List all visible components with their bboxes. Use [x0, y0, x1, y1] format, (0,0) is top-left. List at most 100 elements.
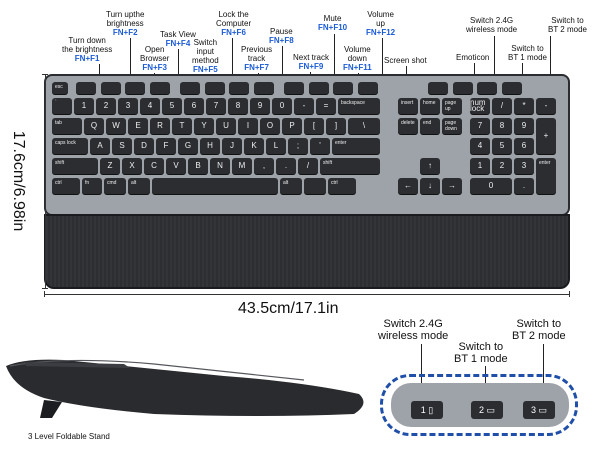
keyboard-key[interactable]: Y	[194, 118, 214, 134]
keyboard-key[interactable]: P	[282, 118, 302, 134]
keyboard-key[interactable]	[76, 82, 96, 94]
keyboard-key[interactable]: S	[112, 138, 132, 154]
keyboard-key[interactable]: enter	[536, 158, 556, 194]
keyboard-key[interactable]: 7	[470, 118, 490, 134]
keyboard-key[interactable]	[125, 82, 145, 94]
keyboard-key[interactable]: backspace	[338, 98, 380, 114]
keyboard-key[interactable]: Z	[100, 158, 120, 174]
keyboard-key[interactable]: page down	[442, 118, 462, 134]
keyboard-key[interactable]: C	[144, 158, 164, 174]
keyboard-key[interactable]	[152, 178, 278, 194]
keyboard-key[interactable]: 1	[470, 158, 490, 174]
keyboard-key[interactable]: =	[316, 98, 336, 114]
keyboard-key[interactable]: \	[348, 118, 380, 134]
keyboard-key[interactable]: 2	[492, 158, 512, 174]
keyboard-key[interactable]: B	[188, 158, 208, 174]
keyboard-key[interactable]	[333, 82, 353, 94]
keyboard-key[interactable]: 3	[514, 158, 534, 174]
keyboard-key[interactable]	[229, 82, 249, 94]
keyboard-key[interactable]: ↑	[420, 158, 440, 174]
keyboard-key[interactable]: 6	[514, 138, 534, 154]
keyboard-key[interactable]: ←	[398, 178, 418, 194]
keyboard-key[interactable]	[149, 82, 170, 94]
keyboard-key[interactable]: 9	[250, 98, 270, 114]
keyboard-key[interactable]: -	[294, 98, 314, 114]
keyboard-key[interactable]: ]	[326, 118, 346, 134]
keyboard-key[interactable]: D	[134, 138, 154, 154]
keyboard-key[interactable]: A	[90, 138, 110, 154]
keyboard-key[interactable]: ctrl	[52, 178, 80, 194]
keyboard-key[interactable]: 0	[272, 98, 292, 114]
keyboard-key[interactable]: tab	[52, 118, 82, 134]
keyboard-key[interactable]: 4	[470, 138, 490, 154]
keyboard-key[interactable]: 0	[470, 178, 512, 194]
keyboard-key[interactable]: alt	[280, 178, 302, 194]
keyboard-key[interactable]	[452, 82, 473, 94]
keyboard-key[interactable]: cmd	[104, 178, 126, 194]
keyboard-key[interactable]	[304, 178, 326, 194]
keyboard-key[interactable]: /	[298, 158, 318, 174]
keyboard-key[interactable]: home	[420, 98, 440, 114]
keyboard-key[interactable]: →	[442, 178, 462, 194]
keyboard-key[interactable]: alt	[128, 178, 150, 194]
keyboard-key[interactable]: delete	[398, 118, 418, 134]
keyboard-key[interactable]: H	[200, 138, 220, 154]
keyboard-key[interactable]: M	[232, 158, 252, 174]
keyboard-key[interactable]: -	[536, 98, 556, 114]
keyboard-key[interactable]	[100, 82, 121, 94]
keyboard-key[interactable]: Q	[84, 118, 104, 134]
keyboard-key[interactable]: `	[52, 98, 72, 114]
keyboard-key[interactable]: J	[222, 138, 242, 154]
keyboard-key[interactable]	[501, 82, 522, 94]
keyboard-key[interactable]: W	[106, 118, 126, 134]
keyboard-key[interactable]: 4	[140, 98, 160, 114]
keyboard-key[interactable]: I	[238, 118, 258, 134]
keyboard-key[interactable]: insert	[398, 98, 418, 114]
keyboard-key[interactable]: .	[276, 158, 296, 174]
keyboard-key[interactable]	[204, 82, 225, 94]
keyboard-key[interactable]	[180, 82, 200, 94]
keyboard-key[interactable]: 6	[184, 98, 204, 114]
keyboard-key[interactable]: 5	[492, 138, 512, 154]
keyboard-key[interactable]: 2	[96, 98, 116, 114]
keyboard-key[interactable]: end	[420, 118, 440, 134]
keyboard-key[interactable]: ctrl	[328, 178, 356, 194]
keyboard-key[interactable]: ↓	[420, 178, 440, 194]
keyboard-key[interactable]: 1	[74, 98, 94, 114]
keyboard-key[interactable]: E	[128, 118, 148, 134]
keyboard-key[interactable]: shift	[52, 158, 98, 174]
keyboard-key[interactable]: T	[172, 118, 192, 134]
keyboard-key[interactable]: X	[122, 158, 142, 174]
keyboard-key[interactable]: [	[304, 118, 324, 134]
keyboard-key[interactable]: .	[514, 178, 534, 194]
keyboard-key[interactable]: 5	[162, 98, 182, 114]
key-bt2-mode[interactable]: 3 ▭	[523, 401, 555, 419]
keyboard-key[interactable]: +	[536, 118, 556, 154]
keyboard-key[interactable]: 9	[514, 118, 534, 134]
keyboard-key[interactable]: '	[310, 138, 330, 154]
keyboard-key[interactable]	[253, 82, 274, 94]
keyboard-key[interactable]: G	[178, 138, 198, 154]
keyboard-key[interactable]: L	[266, 138, 286, 154]
keyboard-key[interactable]: 8	[228, 98, 248, 114]
keyboard-key[interactable]: V	[166, 158, 186, 174]
keyboard-key[interactable]: F	[156, 138, 176, 154]
keyboard-key[interactable]: ,	[254, 158, 274, 174]
keyboard-key[interactable]: page up	[442, 98, 462, 114]
keyboard-key[interactable]: *	[514, 98, 534, 114]
keyboard-key[interactable]: /	[492, 98, 512, 114]
keyboard-key[interactable]	[428, 82, 448, 94]
keyboard-key[interactable]: enter	[332, 138, 380, 154]
keyboard-key[interactable]: 7	[206, 98, 226, 114]
keyboard-key[interactable]: ;	[288, 138, 308, 154]
keyboard-key[interactable]: esc	[52, 82, 68, 94]
key-24g-mode[interactable]: 1 ▯	[411, 401, 443, 419]
keyboard-key[interactable]	[308, 82, 329, 94]
keyboard-key[interactable]: U	[216, 118, 236, 134]
keyboard-key[interactable]: K	[244, 138, 264, 154]
keyboard-key[interactable]: 8	[492, 118, 512, 134]
keyboard-key[interactable]: 3	[118, 98, 138, 114]
keyboard-key[interactable]: shift	[320, 158, 380, 174]
keyboard-key[interactable]: O	[260, 118, 280, 134]
keyboard-key[interactable]: fn	[82, 178, 102, 194]
